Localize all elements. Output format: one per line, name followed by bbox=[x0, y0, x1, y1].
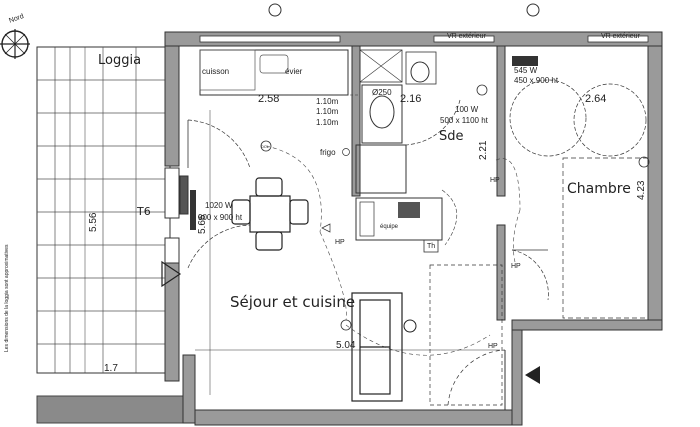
chambre: 545 W 450 x 900 ht 2.64 Chambre 4.23 HP bbox=[495, 66, 649, 319]
loggia-tiles bbox=[37, 47, 170, 373]
electrical-symbol bbox=[403, 319, 417, 333]
top-windows bbox=[199, 35, 649, 43]
side-note: Les dimensions de la loggia sont approxi… bbox=[4, 244, 10, 352]
hp-label-1: HP bbox=[335, 239, 345, 246]
radiator-sde-size: 500 x 1100 ht bbox=[440, 116, 489, 125]
sde: Ø250 2.16 100 W 500 x 1100 ht Sde 2.21 H… bbox=[355, 49, 500, 253]
loggia: Loggia 5.56 1.7 bbox=[36, 46, 171, 374]
entry-triangle bbox=[161, 260, 182, 288]
dcl-symbols bbox=[260, 84, 650, 331]
radiator-sde-power: 100 W bbox=[455, 105, 479, 114]
frigo-label: frigo bbox=[320, 148, 336, 157]
walls bbox=[164, 31, 663, 426]
diam-label: Ø250 bbox=[372, 88, 392, 97]
bottom-wall bbox=[36, 395, 188, 424]
cuisson-label: cuisson bbox=[202, 67, 229, 76]
entry-area bbox=[429, 264, 506, 406]
dining-set bbox=[231, 177, 309, 251]
sejour-width-dim: 5.04 bbox=[336, 340, 356, 351]
door-swing-chambre bbox=[509, 79, 587, 157]
sejour: cuisson évier 2.58 1.10m 1.10m 1.10m fri… bbox=[136, 49, 650, 402]
entrance-arrow bbox=[525, 366, 540, 384]
hp-label-2: HP bbox=[490, 177, 500, 184]
top-dim-sejour: 2.58 bbox=[258, 93, 279, 105]
t6-label: T6 bbox=[136, 205, 151, 218]
hp-label-4: HP bbox=[511, 263, 521, 270]
evier-label: évier bbox=[285, 67, 303, 76]
bed-outline bbox=[562, 157, 649, 319]
hp-label-3: HP bbox=[488, 343, 498, 350]
sde-label: Sde bbox=[439, 129, 464, 144]
loggia-label: Loggia bbox=[98, 53, 141, 68]
compass-north-label: Nord bbox=[8, 13, 25, 25]
vr-exterieur-1: VR extérieur bbox=[447, 33, 487, 40]
wiring bbox=[265, 145, 491, 356]
top-dim-sde: 2.16 bbox=[400, 93, 421, 105]
loggia-width-dim: 1.7 bbox=[104, 363, 118, 374]
window-frame-small bbox=[512, 56, 538, 66]
chambre-label: Chambre bbox=[567, 181, 631, 197]
height-label-2: 1.10m bbox=[316, 107, 339, 116]
loggia-height-dim: 5.56 bbox=[88, 212, 99, 232]
sofa bbox=[351, 292, 403, 402]
door-swing-sde bbox=[404, 99, 461, 146]
radiator-sejour-size: 900 x 900 ht bbox=[198, 213, 243, 222]
sejour-height-dim: 5.66 bbox=[197, 214, 208, 234]
compass: Nord bbox=[0, 13, 30, 59]
radiator-chambre-size: 450 x 900 ht bbox=[514, 76, 559, 85]
radiator-sejour bbox=[190, 190, 196, 230]
door-swing-left bbox=[187, 119, 251, 169]
electrical-panel bbox=[355, 197, 443, 241]
radiator-sejour-power: 1020 W bbox=[205, 201, 233, 210]
chambre-depth-dim: 4.23 bbox=[636, 180, 647, 200]
sde-depth-dim: 2.21 bbox=[478, 140, 489, 160]
tableau-label: équipe bbox=[380, 224, 399, 230]
dcl-label: DCL bbox=[261, 144, 270, 149]
height-label-3: 1.10m bbox=[316, 118, 339, 127]
height-label-1: 1.10m bbox=[316, 97, 339, 106]
radiator-chambre-power: 545 W bbox=[514, 66, 538, 75]
vr-exterieur-2: VR extérieur bbox=[601, 33, 641, 40]
top-dim-chambre: 2.64 bbox=[585, 93, 606, 105]
sejour-label: Séjour et cuisine bbox=[230, 293, 355, 311]
washbasin bbox=[361, 84, 403, 144]
shower bbox=[359, 49, 403, 83]
top-decor bbox=[268, 3, 540, 17]
th-label: Th bbox=[427, 243, 435, 250]
